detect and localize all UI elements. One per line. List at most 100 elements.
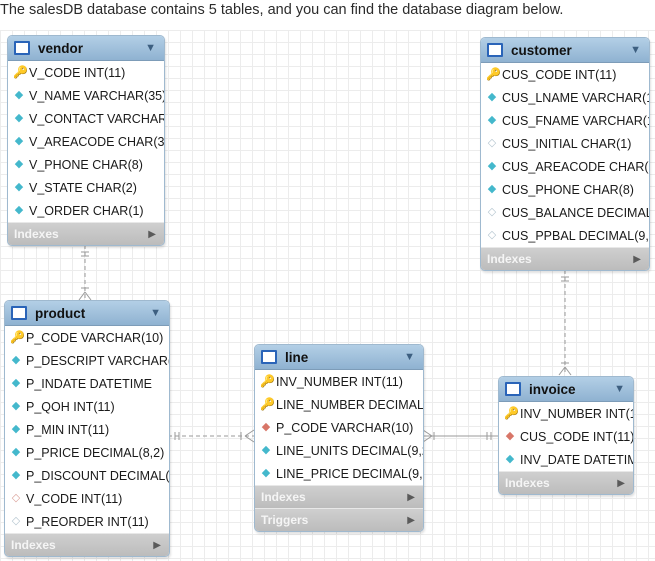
table-header[interactable]: line ▼: [255, 345, 423, 370]
table-vendor[interactable]: vendor ▼ 🔑V_CODE INT(11) ◆V_NAME VARCHAR…: [7, 35, 165, 246]
column-row[interactable]: 🔑V_CODE INT(11): [8, 61, 164, 84]
table-name: invoice: [529, 381, 576, 397]
key-icon: 🔑: [10, 330, 25, 344]
column-row[interactable]: ◆P_MIN INT(11): [5, 418, 169, 441]
column-row[interactable]: ◆P_QOH INT(11): [5, 395, 169, 418]
table-customer[interactable]: customer ▼ 🔑CUS_CODE INT(11) ◆CUS_LNAME …: [480, 37, 650, 271]
column-row[interactable]: ◆P_CODE VARCHAR(10): [255, 416, 423, 439]
indexes-section[interactable]: Indexes▶: [499, 471, 633, 494]
column-row[interactable]: ◆CUS_CODE INT(11): [499, 425, 633, 448]
column-label: CUS_PPBAL DECIMAL(9,2): [502, 228, 650, 243]
section-label: Indexes: [11, 538, 56, 552]
column-label: LINE_PRICE DECIMAL(9,2): [276, 466, 424, 481]
column-row[interactable]: ◆ INV_DATE DATETIME: [499, 448, 633, 471]
column-label: V_ORDER CHAR(1): [29, 203, 144, 218]
column-row[interactable]: 🔑P_CODE VARCHAR(10): [5, 326, 169, 349]
table-header[interactable]: product ▼: [5, 301, 169, 326]
column-diamond-icon: ◆: [11, 377, 21, 389]
dropdown-icon[interactable]: ▼: [145, 42, 156, 54]
expand-arrow-icon[interactable]: ▶: [148, 228, 156, 240]
table-invoice[interactable]: invoice ▼ 🔑INV_NUMBER INT(11) ◆CUS_CODE …: [498, 376, 634, 495]
expand-arrow-icon[interactable]: ▶: [617, 477, 625, 489]
column-diamond-icon: ◆: [261, 467, 271, 479]
relationship-lines: [78, 245, 572, 443]
column-diamond-icon: ◆: [11, 446, 21, 458]
expand-arrow-icon[interactable]: ▶: [407, 514, 415, 526]
column-label: P_INDATE DATETIME: [26, 376, 152, 391]
dropdown-icon[interactable]: ▼: [630, 44, 641, 56]
table-name: vendor: [38, 40, 84, 56]
column-row[interactable]: ◆ V_ORDER CHAR(1): [8, 199, 164, 222]
nullable-foreign-key-icon: ◇: [11, 492, 21, 504]
column-row[interactable]: ◇V_CODE INT(11): [5, 487, 169, 510]
relationship-customer-invoice: [558, 270, 572, 376]
table-product[interactable]: product ▼ 🔑P_CODE VARCHAR(10) ◆ P_DESCRIP…: [4, 300, 170, 557]
key-icon: 🔑: [486, 67, 501, 81]
column-row[interactable]: ◆CUS_LNAME VARCHAR(15): [481, 86, 649, 109]
column-row[interactable]: ◆ P_DESCRIPT VARCHAR(35): [5, 349, 169, 372]
indexes-section[interactable]: Indexes▶: [8, 222, 164, 245]
column-label: INV_DATE DATETIME: [520, 452, 634, 467]
column-row[interactable]: 🔑CUS_CODE INT(11): [481, 63, 649, 86]
table-name: line: [285, 349, 309, 365]
key-icon: 🔑: [13, 65, 28, 79]
column-row[interactable]: ◆ LINE_UNITS DECIMAL(9,2): [255, 439, 423, 462]
indexes-section[interactable]: Indexes ▶: [5, 533, 169, 556]
column-diamond-icon: ◆: [261, 444, 271, 456]
table-icon: [505, 382, 521, 396]
column-label: P_CODE VARCHAR(10): [26, 330, 164, 345]
table-header[interactable]: vendor ▼: [8, 36, 164, 61]
column-diamond-icon: ◆: [487, 91, 497, 103]
column-row[interactable]: ◇CUS_BALANCE DECIMAL(9,2): [481, 201, 649, 224]
table-line[interactable]: line ▼ 🔑INV_NUMBER INT(11) 🔑LINE_NUMBER …: [254, 344, 424, 532]
column-row[interactable]: 🔑INV_NUMBER INT(11): [255, 370, 423, 393]
column-label: LINE_NUMBER DECIMAL(2,0): [276, 397, 424, 412]
column-diamond-icon: ◆: [11, 423, 21, 435]
column-row[interactable]: ◆V_AREACODE CHAR(3): [8, 130, 164, 153]
table-name: product: [35, 305, 86, 321]
column-label: CUS_INITIAL CHAR(1): [502, 136, 632, 151]
relationship-product-line: [168, 429, 255, 443]
column-diamond-icon: ◆: [505, 453, 515, 465]
column-label: CUS_PHONE CHAR(8): [502, 182, 634, 197]
triggers-section[interactable]: Triggers▶: [255, 508, 423, 531]
column-row[interactable]: ◆V_STATE CHAR(2): [8, 176, 164, 199]
column-diamond-icon: ◆: [14, 135, 24, 147]
dropdown-icon[interactable]: ▼: [614, 383, 625, 395]
column-row[interactable]: ◆CUS_AREACODE CHAR(3): [481, 155, 649, 178]
column-row[interactable]: ◇CUS_PPBAL DECIMAL(9,2): [481, 224, 649, 247]
column-label: LINE_UNITS DECIMAL(9,2): [276, 443, 424, 458]
column-row[interactable]: ◆V_PHONE CHAR(8): [8, 153, 164, 176]
dropdown-icon[interactable]: ▼: [404, 351, 415, 363]
expand-arrow-icon[interactable]: ▶: [153, 539, 161, 551]
dropdown-icon[interactable]: ▼: [150, 307, 161, 319]
column-label: CUS_FNAME VARCHAR(15): [502, 113, 650, 128]
column-row[interactable]: ◆ P_INDATE DATETIME: [5, 372, 169, 395]
column-row[interactable]: 🔑LINE_NUMBER DECIMAL(2,0): [255, 393, 423, 416]
expand-arrow-icon[interactable]: ▶: [407, 491, 415, 503]
column-label: V_NAME VARCHAR(35): [29, 88, 165, 103]
column-label: P_CODE VARCHAR(10): [276, 420, 414, 435]
column-row[interactable]: 🔑INV_NUMBER INT(11): [499, 402, 633, 425]
column-row[interactable]: ◇CUS_INITIAL CHAR(1): [481, 132, 649, 155]
diagram-canvas: vendor ▼ 🔑V_CODE INT(11) ◆V_NAME VARCHAR…: [0, 30, 655, 561]
table-icon: [14, 41, 30, 55]
column-row[interactable]: ◆V_NAME VARCHAR(35): [8, 84, 164, 107]
column-row[interactable]: ◆ LINE_PRICE DECIMAL(9,2): [255, 462, 423, 485]
column-row[interactable]: ◇P_REORDER INT(11): [5, 510, 169, 533]
column-row[interactable]: ◆P_PRICE DECIMAL(8,2): [5, 441, 169, 464]
column-diamond-icon: ◆: [14, 181, 24, 193]
column-label: INV_NUMBER INT(11): [276, 374, 403, 389]
indexes-section[interactable]: Indexes▶: [481, 247, 649, 270]
column-row[interactable]: ◆CUS_FNAME VARCHAR(15): [481, 109, 649, 132]
table-header[interactable]: invoice ▼: [499, 377, 633, 402]
column-diamond-icon: ◆: [14, 204, 24, 216]
column-row[interactable]: ◆V_CONTACT VARCHAR(15): [8, 107, 164, 130]
column-label: P_DESCRIPT VARCHAR(35): [26, 353, 170, 368]
column-row[interactable]: ◆CUS_PHONE CHAR(8): [481, 178, 649, 201]
table-header[interactable]: customer ▼: [481, 38, 649, 63]
indexes-section[interactable]: Indexes▶: [255, 485, 423, 508]
expand-arrow-icon[interactable]: ▶: [633, 253, 641, 265]
column-diamond-icon: ◆: [11, 354, 21, 366]
column-row[interactable]: ◆P_DISCOUNT DECIMAL(4,2): [5, 464, 169, 487]
